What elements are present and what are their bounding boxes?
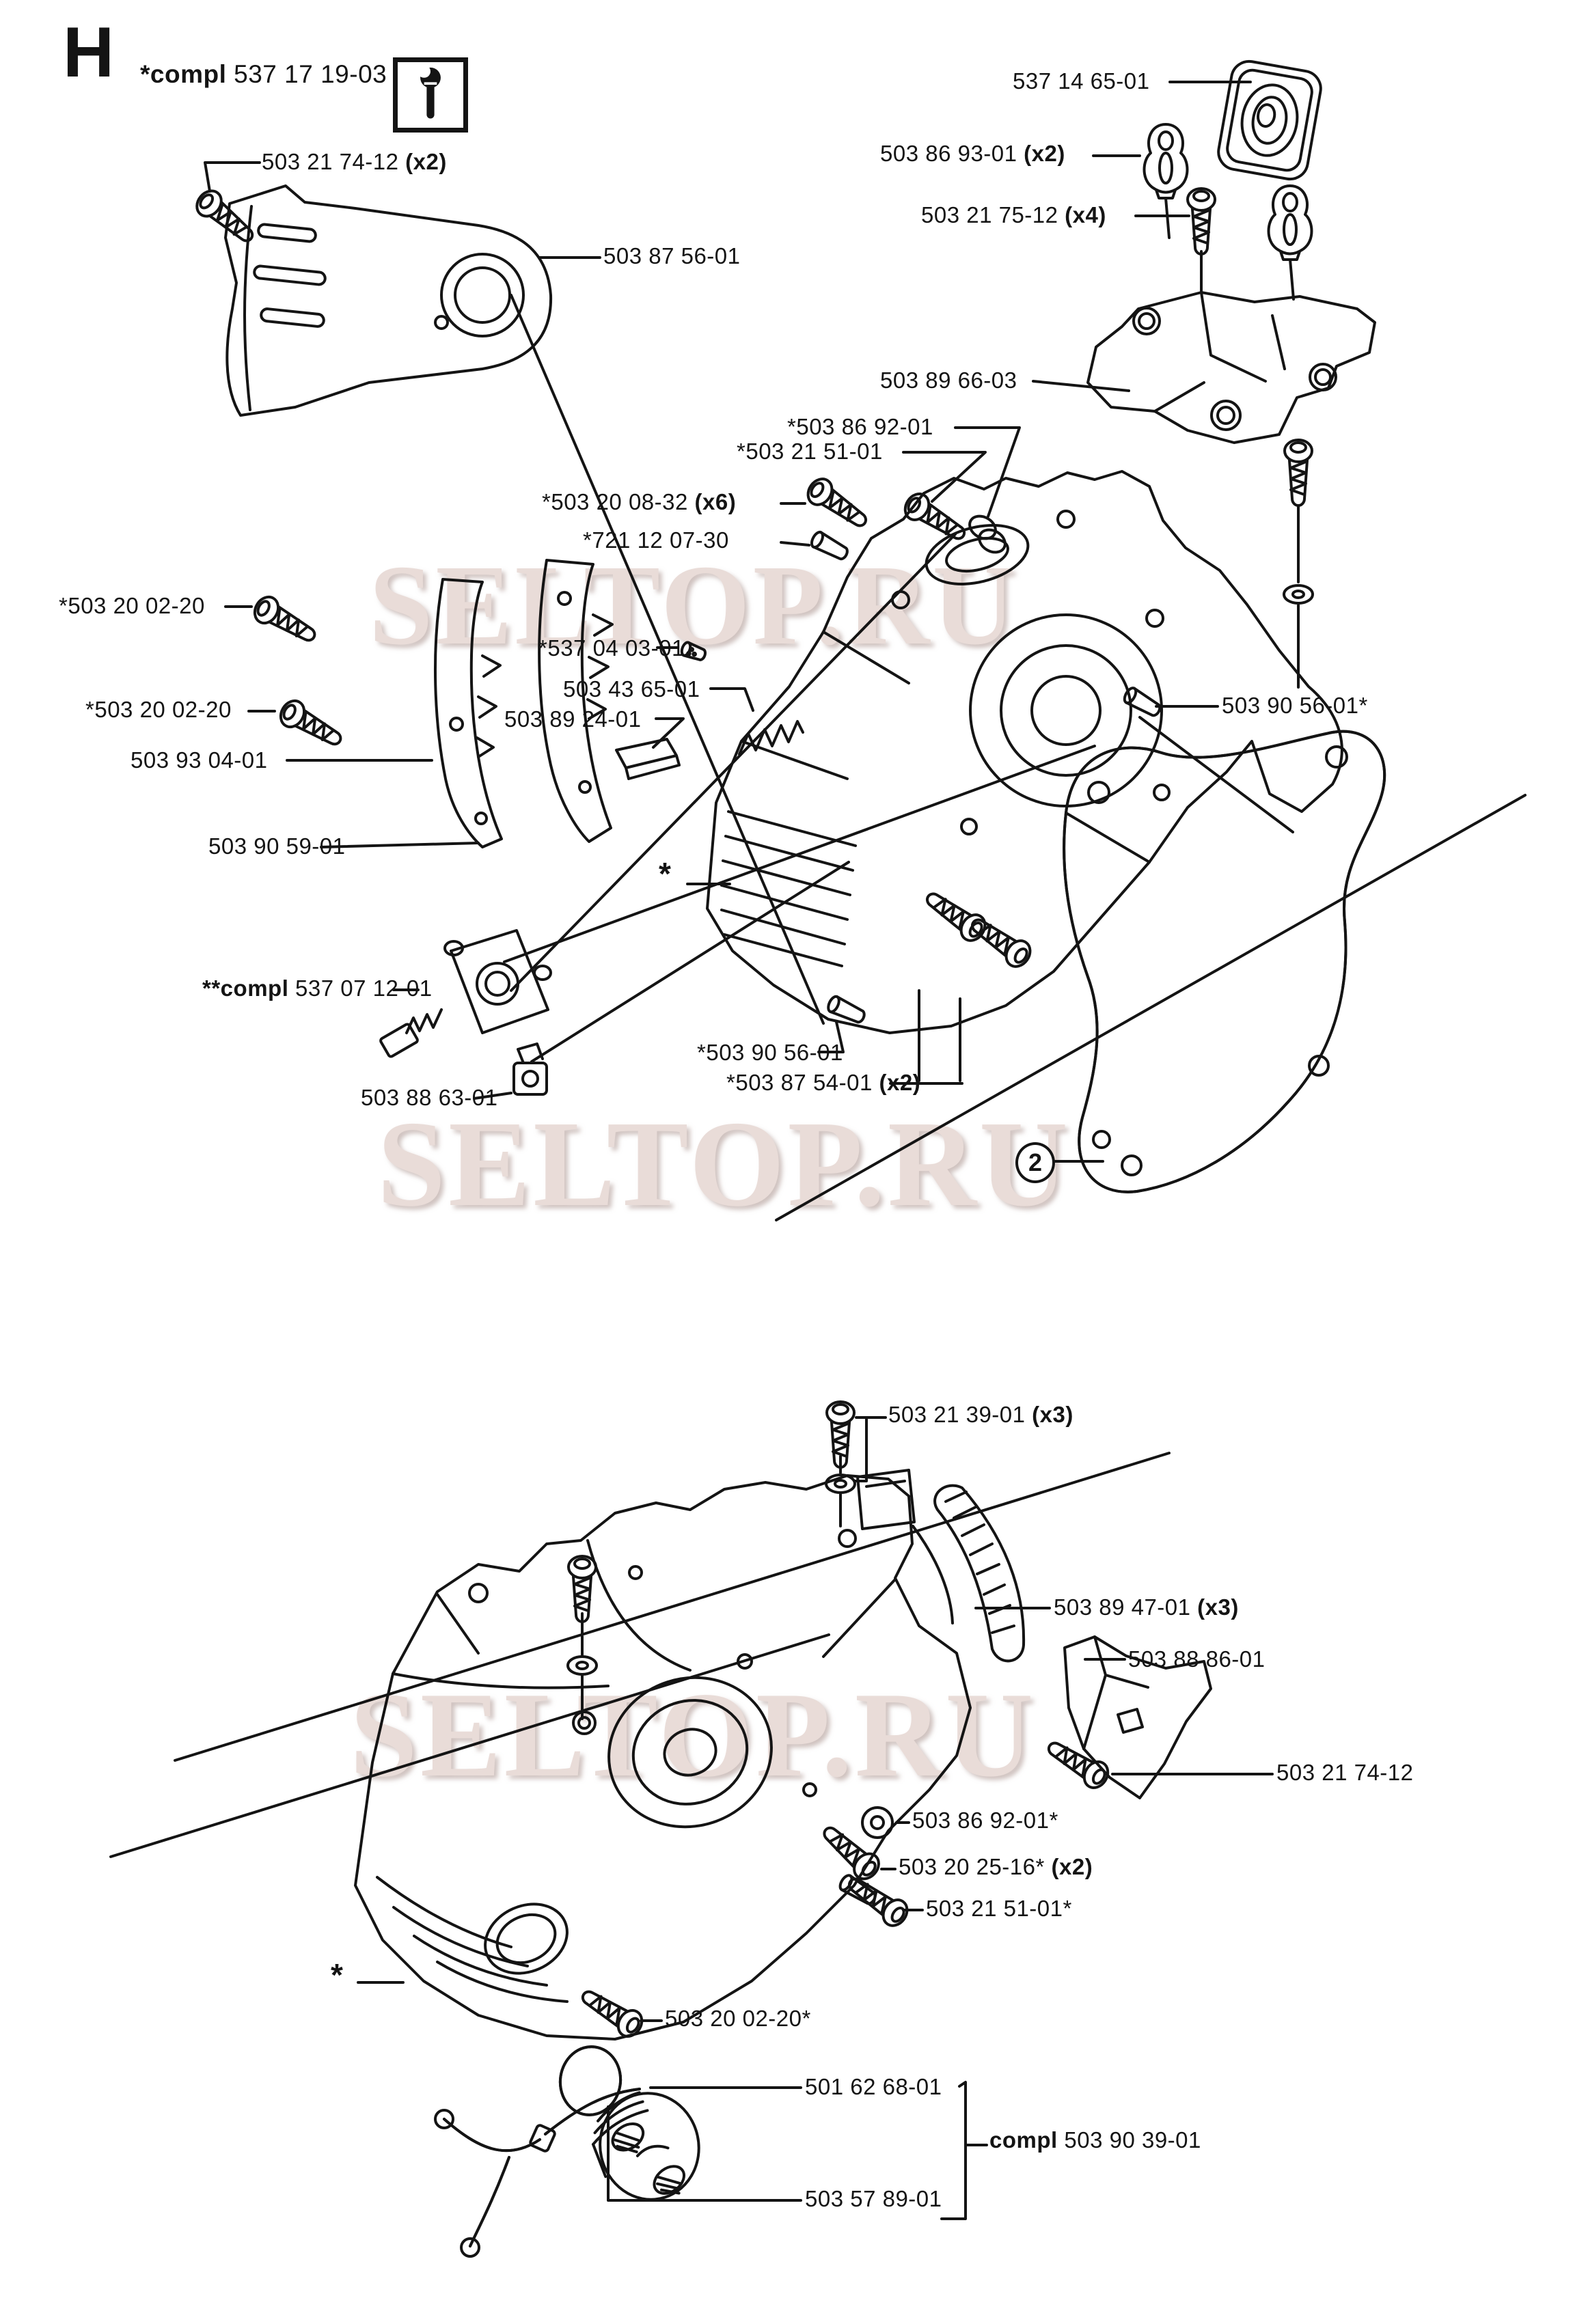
part-label-503-21-74-12-bottom: 503 21 74-12 <box>1276 1760 1414 1785</box>
screw-503200220-drawing <box>575 1981 648 2043</box>
footnote-asterisk: * <box>659 856 671 891</box>
part-label-503-90-56-01-right: 503 90 56-01* <box>1222 693 1368 718</box>
tank-cover-drawing <box>1217 59 1322 181</box>
part-label-503-21-39-01: 503 21 39-01 (x3) <box>888 1402 1073 1427</box>
pin-537040301-drawing <box>680 641 707 661</box>
bracket-503896603-drawing <box>1086 291 1376 444</box>
pin-503905601-drawing <box>1121 684 1164 721</box>
part-label-503-89-47-01: 503 89 47-01 (x3) <box>1054 1594 1239 1620</box>
part-label-503-43-65-01: 503 43 65-01 <box>563 676 700 702</box>
part-label-537-04-03-01: *537 04 03-01 <box>538 635 685 661</box>
grommet-drawing <box>1267 184 1313 301</box>
section-letter: H <box>63 13 115 92</box>
fuel-cap-assembly-drawing <box>434 2045 700 2258</box>
crankcase-lower-drawing <box>354 1469 972 2041</box>
grommet-drawing <box>1143 123 1189 239</box>
washer-drawing <box>566 1655 598 1676</box>
part-label-compl-503-90-39-01: compl 503 90 39-01 <box>989 2127 1201 2153</box>
gasket-drawing <box>1063 730 1386 1193</box>
part-label-503-88-86-01: 503 88 86-01 <box>1128 1646 1266 1672</box>
part-label-503-90-56-01-left: *503 90 56-01 <box>697 1040 843 1065</box>
watermark: SELTOP.RU <box>350 1667 1037 1802</box>
segment-503894701-drawing <box>912 1484 1026 1663</box>
baffle-503888601-drawing <box>1063 1635 1212 1799</box>
part-label-503-87-54-01: *503 87 54-01 (x2) <box>726 1070 921 1095</box>
nut-503886301-drawing <box>512 1042 548 1096</box>
collar-503869201-drawing <box>968 514 1007 554</box>
wrench-icon <box>418 66 441 119</box>
long-screw-drawing <box>1283 439 1313 507</box>
part-label-503-57-89-01: 503 57 89-01 <box>805 2186 942 2211</box>
pin-721120730-drawing <box>810 530 850 562</box>
footnote-asterisk: * <box>331 1957 343 1993</box>
part-label-503-20-02-20-b: *503 20 02-20 <box>85 697 232 722</box>
wedge-503892401-drawing <box>615 738 681 780</box>
part-label-compl-537-07-12-01: **compl 537 07 12-01 <box>202 976 433 1001</box>
part-label-503-86-93-01: 503 86 93-01 (x2) <box>880 141 1065 166</box>
part-label-503-93-04-01: 503 93 04-01 <box>131 747 268 773</box>
part-label-503-86-92-01-bottom: 503 86 92-01* <box>912 1808 1058 1833</box>
part-label-501-62-68-01: 501 62 68-01 <box>805 2074 942 2099</box>
screw-503217412-drawing <box>1041 1732 1114 1794</box>
part-label-503-20-02-20-bottom: 503 20 02-20* <box>665 2006 811 2031</box>
assembly-tool-box <box>393 57 468 133</box>
screw-503200832-drawing <box>802 473 875 536</box>
screw-503213901-drawing <box>567 1555 597 1623</box>
screw-503200220-drawing <box>249 591 323 651</box>
part-label-503-20-02-20-a: *503 20 02-20 <box>59 593 205 618</box>
part-label-503-88-63-01: 503 88 63-01 <box>361 1085 498 1110</box>
part-label-721-12-07-30: *721 12 07-30 <box>583 527 729 553</box>
part-label-503-21-74-12-top: 503 21 74-12 (x2) <box>262 149 447 174</box>
leader-lines <box>109 81 1527 2220</box>
part-label-header-assembly: *compl 537 17 19-03 <box>140 60 387 88</box>
part-label-503-20-25-16: 503 20 25-16* (x2) <box>899 1854 1093 1879</box>
screw-503200220-drawing <box>275 695 348 755</box>
part-label-503-89-66-03: 503 89 66-03 <box>880 368 1017 393</box>
bolt-503875401-drawing <box>963 909 1037 973</box>
part-label-503-87-56-01: 503 87 56-01 <box>603 243 741 268</box>
part-label-503-21-75-12: 503 21 75-12 (x4) <box>921 202 1106 227</box>
part-label-503-21-51-01-bottom: 503 21 51-01* <box>926 1896 1072 1921</box>
bolt-503869201-drawing <box>861 1806 894 1839</box>
guide-plate-drawing <box>224 184 553 417</box>
part-label-503-21-51-01-star: *503 21 51-01 <box>737 439 883 464</box>
part-label-503-89-24-01: 503 89 24-01 <box>504 706 642 732</box>
washer-drawing <box>1283 584 1314 605</box>
screw-503217512-drawing <box>1186 187 1216 255</box>
detail-callout-2: 2 <box>1015 1142 1055 1183</box>
chain-tensioner-drawing <box>379 929 552 1058</box>
part-label-537-14-65-01: 537 14 65-01 <box>1013 68 1150 94</box>
part-label-503-86-92-01-star: *503 86 92-01 <box>787 414 933 439</box>
part-label-503-90-59-01: 503 90 59-01 <box>208 833 346 859</box>
spring-503436501-drawing <box>738 720 804 756</box>
part-label-503-20-08-32: *503 20 08-32 (x6) <box>542 489 737 514</box>
spike-plate-drawings <box>433 559 614 848</box>
